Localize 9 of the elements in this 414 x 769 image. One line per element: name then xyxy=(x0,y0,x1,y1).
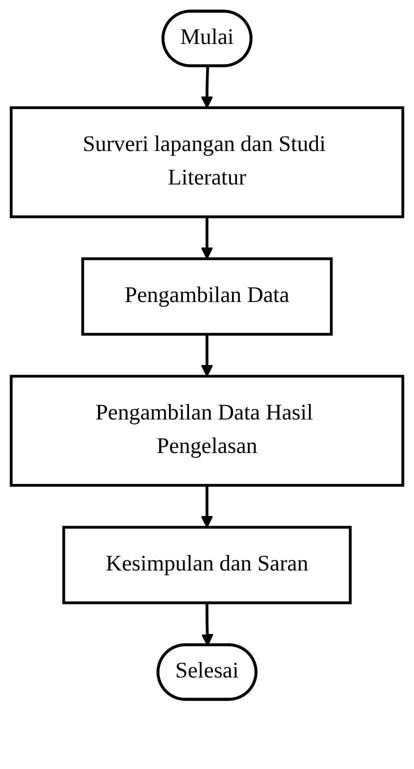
flowchart: Mulai Surveri lapangan dan Studi Literatur Pengambilan Data Pengambilan Data Hasil Pengelasan Kesimpulan dan Saran Selesai xyxy=(0,0,414,710)
arrow xyxy=(200,334,214,377)
arrow xyxy=(200,66,214,108)
node-box xyxy=(10,374,404,487)
node-box xyxy=(81,257,333,336)
node-box xyxy=(10,106,404,218)
arrow xyxy=(200,485,214,528)
node-box xyxy=(62,526,352,604)
arrow xyxy=(200,216,214,260)
